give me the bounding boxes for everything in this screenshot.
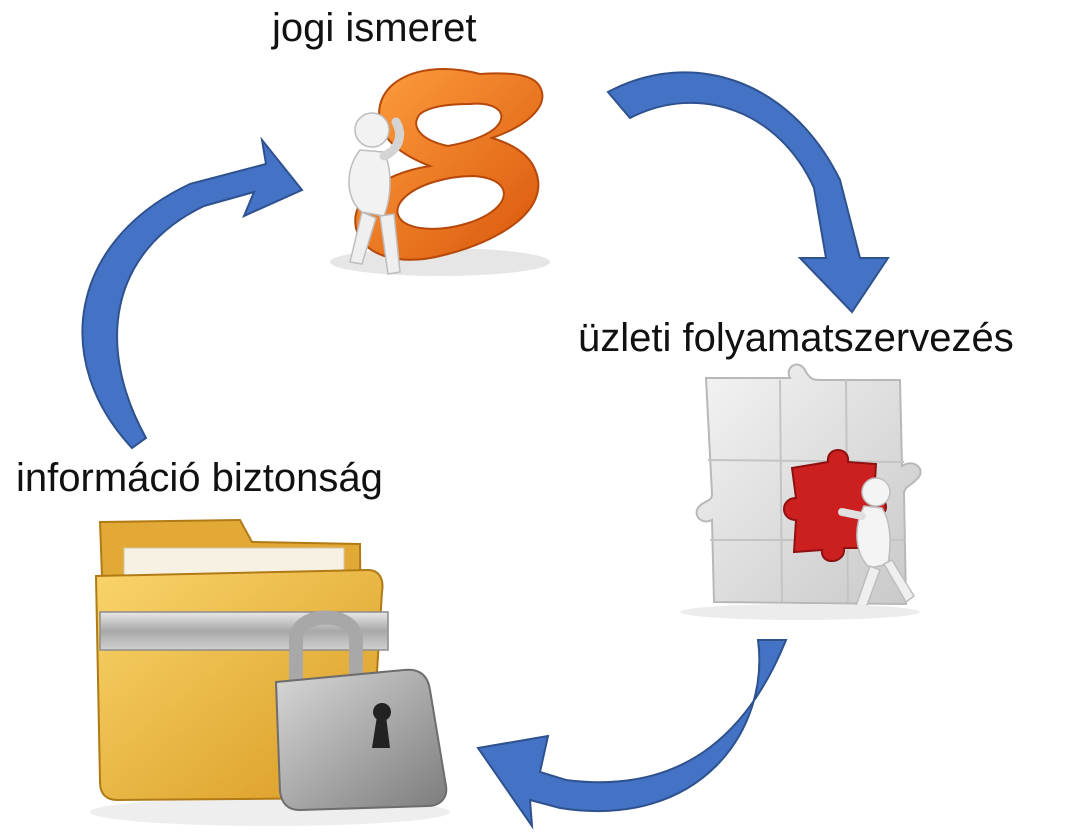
locked-folder-icon: [90, 518, 450, 826]
arrow-legal-to-process: [606, 71, 890, 314]
node-label-legal: jogi ismeret: [272, 6, 477, 50]
node-label-process: üzleti folyamatszervezés: [578, 316, 1014, 360]
puzzle-figure-icon: [668, 363, 930, 620]
paragraph-sign-figure-icon: [330, 68, 550, 276]
node-label-security: információ biztonság: [16, 456, 383, 500]
arrow-process-to-security: [476, 639, 788, 830]
arrow-security-to-legal: [81, 136, 304, 450]
